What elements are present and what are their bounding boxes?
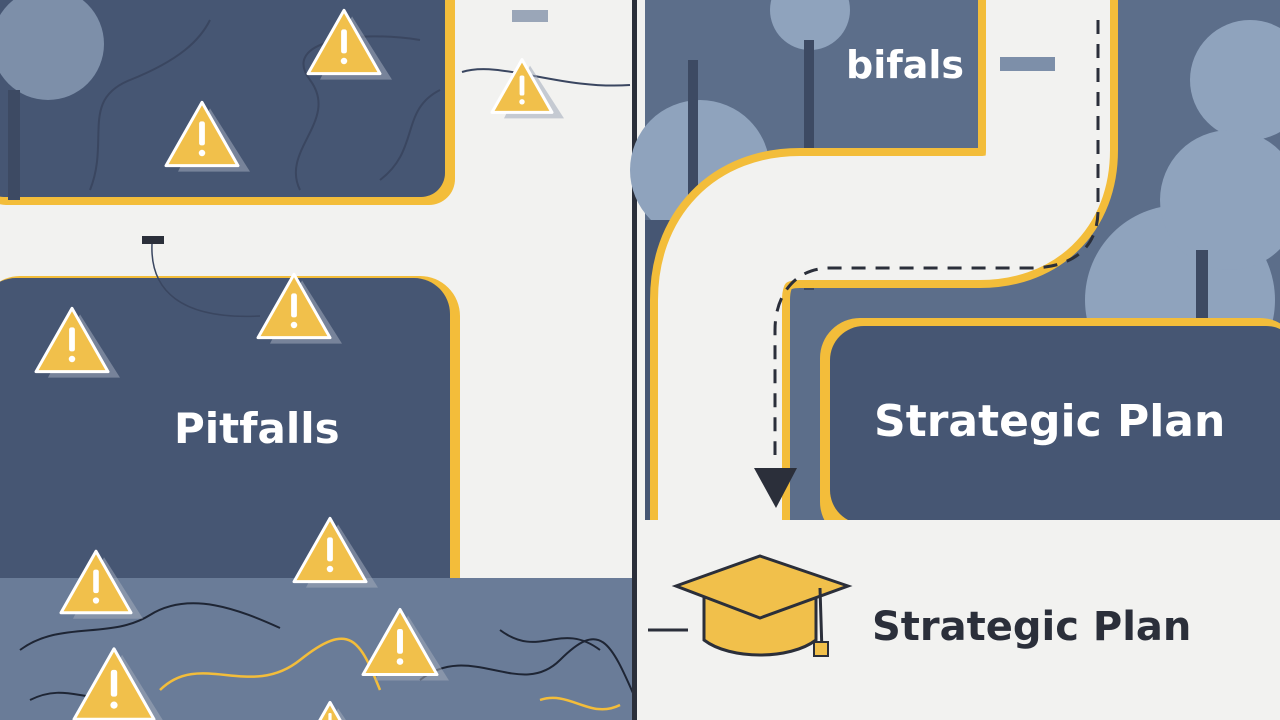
- crack-line: [159, 637, 382, 691]
- path-line: [379, 89, 441, 181]
- warning-triangle-icon: [59, 549, 143, 619]
- warning-triangle-icon: [361, 607, 449, 681]
- crack-line: [539, 696, 621, 711]
- warning-triangle-icon: [292, 516, 378, 588]
- connector-line: [461, 68, 631, 87]
- strategic-plan-caption: Strategic Plan: [872, 604, 1192, 650]
- center-divider: [632, 0, 637, 720]
- strategic-plan-panel: [830, 326, 1280, 524]
- road-dashed-line: [773, 20, 1100, 455]
- tree-canopy: [0, 0, 104, 100]
- signpost: [512, 10, 548, 22]
- top-right-label: bifals: [846, 43, 965, 87]
- warning-triangle-icon: [256, 272, 342, 344]
- arrow-down-triangle-icon: [754, 468, 797, 508]
- tree-canopy: [1190, 20, 1280, 140]
- warning-triangle-icon: [490, 58, 564, 119]
- crack-line: [499, 629, 601, 651]
- pitfalls-label: Pitfalls: [174, 404, 340, 453]
- crack-line: [419, 638, 637, 701]
- tree-canopy: [770, 0, 850, 50]
- road: [658, 0, 1110, 540]
- crack-line: [19, 602, 281, 651]
- graduation-cap-icon: [648, 554, 853, 657]
- warning-group: [34, 8, 564, 720]
- warning-triangle-icon: [72, 647, 163, 720]
- warning-triangle-icon: [318, 700, 346, 720]
- signpost: [142, 236, 164, 244]
- path-line: [89, 19, 211, 191]
- strategic-plan-label: Strategic Plan: [874, 396, 1226, 447]
- tree-canopy: [1160, 130, 1280, 270]
- tree-trunk: [8, 90, 20, 200]
- warning-triangle-icon: [34, 306, 120, 378]
- warning-triangle-icon: [164, 100, 250, 172]
- warning-triangle-icon: [306, 8, 392, 80]
- bottom-white-area: [645, 520, 1280, 540]
- connector-line: [151, 243, 261, 318]
